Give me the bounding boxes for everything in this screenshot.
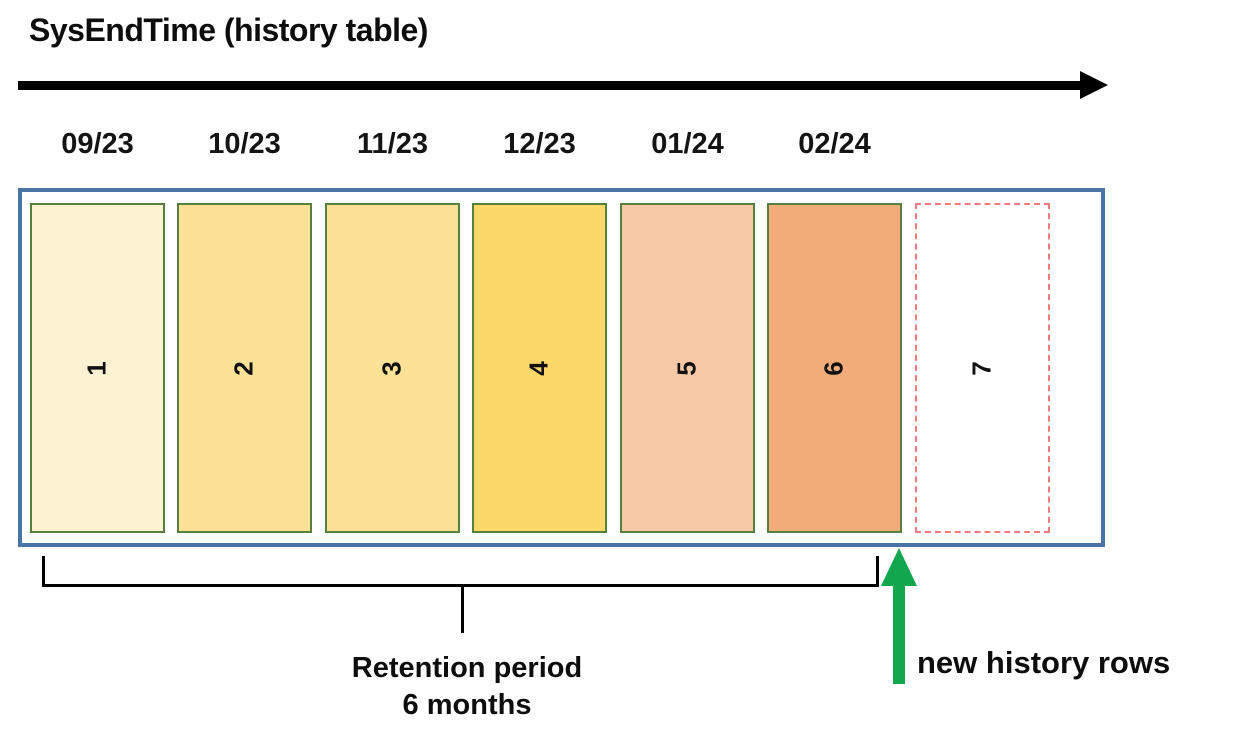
history-segment-3: 3 [325, 203, 460, 533]
new-history-rows-label: new history rows [917, 645, 1171, 680]
history-segment-7: 7 [915, 203, 1050, 533]
month-label-12-23: 12/23 [503, 128, 576, 160]
history-segment-6: 6 [767, 203, 902, 533]
history-segment-5: 5 [620, 203, 755, 533]
retention-period-line2: 6 months [402, 689, 532, 721]
page-title: SysEndTime (history table) [29, 12, 428, 48]
segment-number: 3 [377, 360, 407, 376]
timeline-arrow-head-icon [1080, 71, 1108, 99]
month-label-11-23: 11/23 [357, 128, 428, 160]
segment-number: 4 [524, 360, 554, 376]
segment-number: 5 [672, 360, 702, 376]
timeline-arrow-shaft [18, 81, 1080, 90]
segment-number: 1 [82, 360, 112, 376]
bracket-right-tick [876, 556, 879, 587]
segment-number: 7 [967, 360, 997, 376]
new-rows-arrow-head-icon [881, 548, 917, 586]
retention-period-caption: Retention period 6 months [302, 650, 632, 724]
segment-number: 2 [229, 360, 259, 376]
bracket-center-stem [461, 587, 464, 633]
month-label-02-24: 02/24 [798, 128, 871, 160]
segment-number: 6 [819, 360, 849, 376]
retention-period-line1: Retention period [351, 652, 583, 684]
history-segment-4: 4 [472, 203, 607, 533]
month-label-01-24: 01/24 [651, 128, 724, 160]
history-segment-1: 1 [30, 203, 165, 533]
month-label-09-23: 09/23 [61, 128, 134, 160]
bracket-left-tick [42, 556, 45, 587]
bracket-horizontal [42, 584, 879, 587]
month-label-10-23: 10/23 [208, 128, 281, 160]
history-segment-2: 2 [177, 203, 312, 533]
new-rows-arrow-shaft [893, 584, 905, 684]
